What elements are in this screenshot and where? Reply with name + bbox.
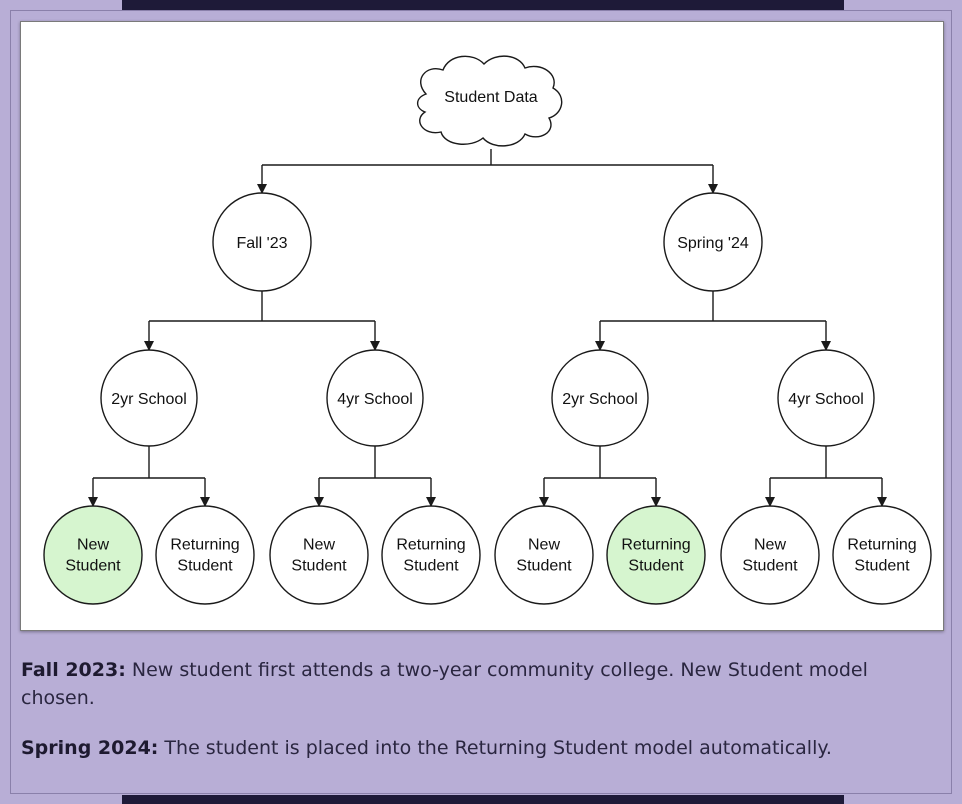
leaf-label-line: Student [628, 558, 684, 575]
leaf-label-line: Student [177, 558, 233, 575]
leaf-label-line: Student [291, 558, 347, 575]
leaf-node [720, 505, 820, 605]
leaf-node-highlighted [606, 505, 706, 605]
leaf-node [155, 505, 255, 605]
school-label: 4yr School [337, 391, 413, 408]
caption-spring: Spring 2024: The student is placed into … [21, 734, 931, 762]
leaf-label-line: Student [742, 558, 798, 575]
leaf-label-line: New [77, 537, 109, 554]
caption-fall: Fall 2023: New student first attends a t… [21, 656, 931, 712]
leaf-label-line: New [303, 537, 335, 554]
leaf-label-line: Returning [170, 537, 239, 554]
leaf-node [269, 505, 369, 605]
leaf-label-line: Student [403, 558, 459, 575]
leaf-node-highlighted [43, 505, 143, 605]
leaf-label-line: Student [854, 558, 910, 575]
root-label-line: Student Data [444, 89, 538, 106]
school-label: 4yr School [788, 391, 864, 408]
school-label: 2yr School [562, 391, 638, 408]
term-node [212, 192, 312, 292]
bottom-dark-bar [122, 795, 844, 804]
school-node [551, 349, 649, 447]
term-label: Spring '24 [677, 235, 749, 252]
leaf-node [494, 505, 594, 605]
term-node [663, 192, 763, 292]
leaf-node [832, 505, 932, 605]
term-label: Fall '23 [236, 235, 287, 252]
caption-fall-text: New student first attends a two-year com… [21, 659, 868, 709]
leaf-node [381, 505, 481, 605]
root-label: Student Data [444, 89, 538, 106]
caption-fall-term: Fall 2023: [21, 659, 126, 681]
cloud-root-node [416, 55, 563, 147]
top-dark-bar [122, 0, 844, 10]
caption-spring-term: Spring 2024: [21, 737, 159, 759]
school-node [326, 349, 424, 447]
leaf-label-line: Returning [621, 537, 690, 554]
caption-spring-text: The student is placed into the Returning… [158, 737, 832, 759]
leaf-label-line: Returning [847, 537, 916, 554]
school-node [100, 349, 198, 447]
school-label: 2yr School [111, 391, 187, 408]
leaf-label-line: New [528, 537, 560, 554]
leaf-label-line: New [754, 537, 786, 554]
leaf-label-line: Student [65, 558, 121, 575]
leaf-label-line: Returning [396, 537, 465, 554]
school-node [777, 349, 875, 447]
leaf-label-line: Student [516, 558, 572, 575]
